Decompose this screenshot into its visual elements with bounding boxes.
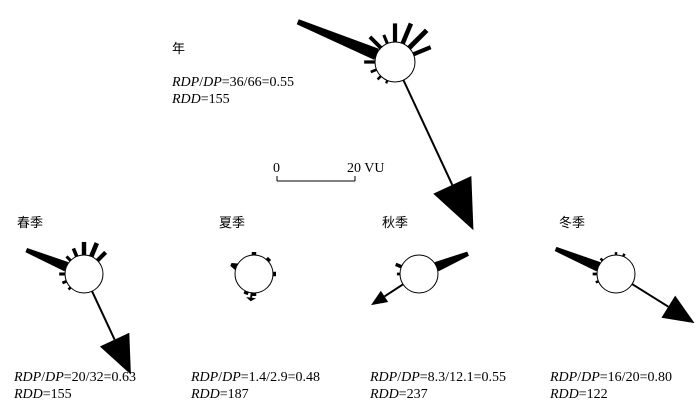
ratio-autumn: RDP/DP=8.3/12.1=0.55 bbox=[370, 370, 506, 385]
rose-circle-summer bbox=[234, 254, 274, 294]
drift-arrow-shaft-autumn bbox=[383, 283, 404, 298]
rdd-summer: RDD=187 bbox=[191, 387, 249, 402]
rose-circle-autumn bbox=[399, 254, 439, 294]
sector-bar-annual bbox=[407, 28, 429, 50]
sector-bar-spring bbox=[71, 247, 79, 258]
sector-bar-summer bbox=[251, 293, 257, 296]
sector-bar-winter bbox=[592, 272, 597, 276]
panel-title-annual: 年 bbox=[172, 42, 186, 57]
sector-bar-autumn bbox=[434, 251, 469, 272]
rdd-winter: RDD=122 bbox=[550, 387, 608, 402]
sector-bar-summer bbox=[265, 256, 272, 263]
rose-circle-winter bbox=[596, 254, 636, 294]
rdd-spring: RDD=155 bbox=[14, 387, 72, 402]
sector-bar-spring bbox=[59, 272, 65, 276]
drift-arrow-head-autumn bbox=[371, 290, 389, 306]
sector-bar-summer bbox=[243, 290, 249, 296]
drift-arrow-head-spring bbox=[99, 332, 131, 375]
panel-title-autumn: 秋季 bbox=[382, 216, 409, 231]
sector-bar-spring bbox=[65, 255, 72, 262]
ratio-winter: RDP/DP=16/20=0.80 bbox=[550, 370, 672, 385]
drift-arrow-shaft-winter bbox=[631, 283, 669, 308]
drift-arrow-head-annual bbox=[433, 176, 474, 231]
sector-bar-spring bbox=[89, 242, 99, 258]
sector-bar-annual bbox=[382, 34, 389, 45]
sector-bar-annual bbox=[400, 22, 414, 45]
sector-bar-annual bbox=[370, 68, 378, 74]
sector-bar-summer bbox=[230, 262, 238, 270]
drift-arrow-shaft-summer bbox=[250, 292, 253, 298]
sector-bar-autumn bbox=[395, 262, 403, 269]
sector-bar-winter bbox=[614, 252, 618, 255]
drift-arrow-shaft-spring bbox=[91, 290, 116, 341]
sector-bar-spring bbox=[61, 279, 67, 285]
ratio-spring: RDP/DP=20/32=0.63 bbox=[14, 370, 136, 385]
sector-bar-annual bbox=[412, 45, 432, 57]
sector-bar-spring bbox=[25, 248, 69, 272]
ratio-annual: RDP/DP=36/66=0.55 bbox=[172, 75, 294, 90]
ratio-summer: RDP/DP=1.4/2.9=0.48 bbox=[191, 370, 320, 385]
sector-bar-annual bbox=[392, 23, 398, 42]
sector-bar-annual bbox=[376, 75, 382, 81]
rdd-annual: RDD=155 bbox=[172, 92, 230, 107]
sector-bar-annual bbox=[368, 35, 383, 50]
sector-bar-annual bbox=[296, 19, 379, 60]
sector-bar-annual bbox=[364, 60, 375, 64]
drift-arrow-head-summer bbox=[246, 297, 257, 302]
rose-circle-spring bbox=[64, 254, 104, 294]
sector-bar-summer bbox=[251, 252, 257, 255]
sector-bar-spring bbox=[95, 250, 108, 263]
panel-title-summer: 夏季 bbox=[219, 216, 246, 231]
panel-title-spring: 春季 bbox=[17, 216, 44, 231]
sector-bar-autumn bbox=[396, 272, 400, 276]
sector-bar-winter bbox=[554, 246, 601, 272]
panel-title-winter: 冬季 bbox=[559, 216, 586, 231]
scale-bar-zero-label: 0 bbox=[273, 161, 280, 176]
sector-bar-summer bbox=[273, 271, 276, 277]
rdd-autumn: RDD=237 bbox=[370, 387, 428, 402]
scale-bar-max-label: 20 VU bbox=[347, 161, 385, 176]
drift-arrow-shaft-annual bbox=[402, 79, 454, 186]
rose-circle-annual bbox=[374, 41, 416, 83]
drift-arrow-head-winter bbox=[661, 295, 695, 324]
sector-bar-spring bbox=[81, 241, 87, 255]
